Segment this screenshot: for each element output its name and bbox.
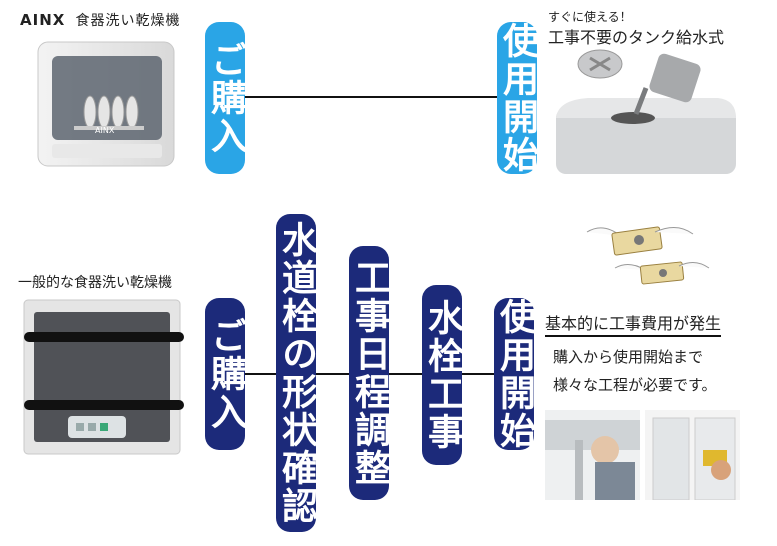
compact-dishwasher-image: AINX bbox=[37, 41, 175, 167]
step-purchase-top: ご購入 bbox=[205, 22, 246, 174]
brand-logo-text: AINX 食器洗い乾燥機 bbox=[20, 11, 181, 29]
note-line-1: 購入から使用開始まで bbox=[553, 348, 704, 366]
step-faucet-check: 水道栓の形状確認 bbox=[276, 214, 317, 532]
product-label-top: 食器洗い乾燥機 bbox=[75, 13, 181, 29]
step-purchase-bottom: ご購入 bbox=[205, 298, 246, 450]
step-start-top: 使用開始 bbox=[497, 22, 538, 174]
water-tank-image bbox=[556, 49, 736, 174]
callout-title: 工事不要のタンク給水式 bbox=[548, 28, 725, 47]
flow-line-top bbox=[245, 96, 497, 98]
device-logo-text: AINX bbox=[95, 126, 115, 135]
product-label-bottom: 一般的な食器洗い乾燥機 bbox=[18, 275, 172, 291]
note-title: 基本的に工事費用が発生 bbox=[545, 310, 722, 337]
note-line-2: 様々な工程が必要です。 bbox=[553, 376, 717, 394]
plumbing-work-image bbox=[545, 410, 640, 500]
step-schedule: 工事日程調整 bbox=[349, 246, 390, 500]
installation-work-image bbox=[645, 410, 740, 500]
step-start-bottom: 使用開始 bbox=[494, 298, 535, 450]
step-faucet-work: 水栓工事 bbox=[422, 285, 463, 465]
conventional-dishwasher-image bbox=[23, 299, 184, 455]
callout-subtitle: すぐに使える！ bbox=[548, 10, 632, 24]
flying-money-image bbox=[586, 226, 710, 285]
